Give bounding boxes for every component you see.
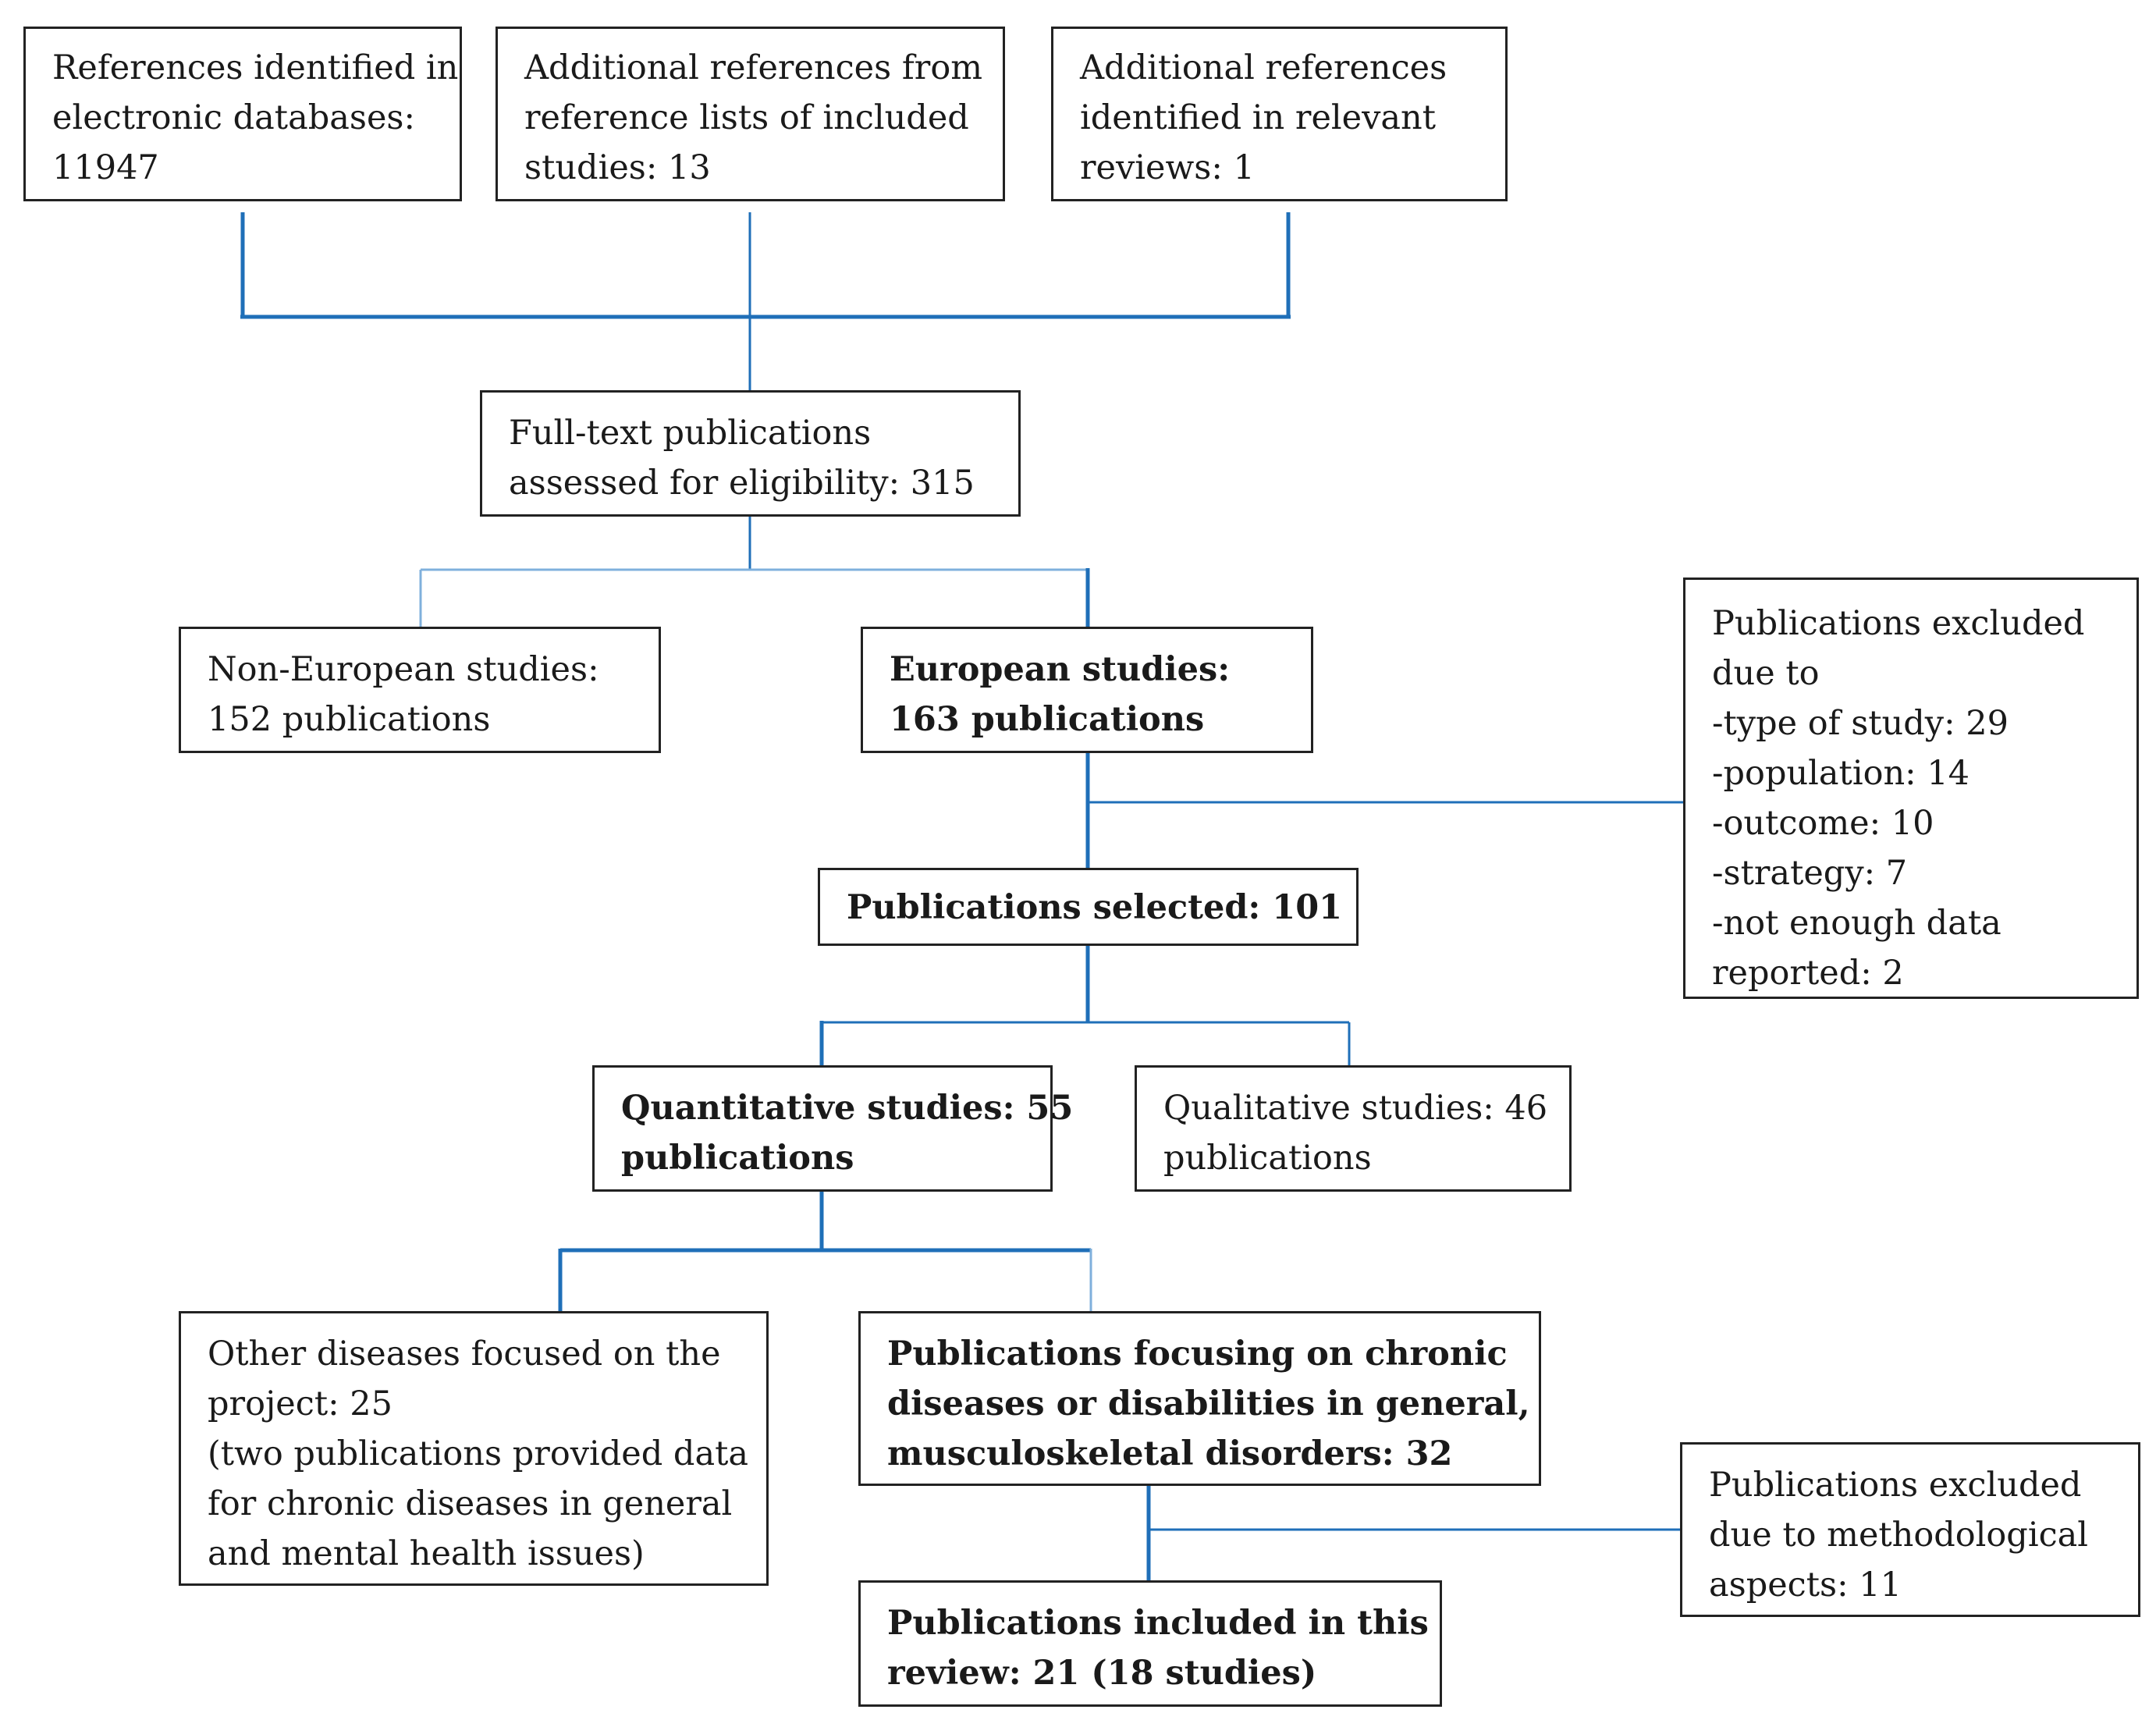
box-text-line: and mental health issues): [208, 1534, 645, 1573]
box-text-line: aspects: 11: [1709, 1566, 1902, 1605]
box-text-line: due to methodological: [1709, 1516, 2089, 1555]
box-text-line: Publications excluded: [1709, 1466, 2082, 1505]
box-text-line: -outcome: 10: [1712, 804, 1934, 843]
box-text-line: project: 25: [208, 1384, 392, 1423]
box-text-line: review: 21 (18 studies): [887, 1654, 1317, 1693]
box-text-line: diseases or disabilities in general,: [887, 1384, 1530, 1423]
box-qualitative-studies: Qualitative studies: 46 publications: [1135, 1065, 1572, 1192]
box-chronic-diseases-focus: Publications focusing on chronic disease…: [858, 1311, 1541, 1486]
box-text-line: -not enough data: [1712, 904, 2001, 943]
box-text-line: publications: [1163, 1139, 1372, 1178]
box-text-line: assessed for eligibility: 315: [509, 464, 975, 503]
box-text-line: Publications excluded: [1712, 604, 2085, 643]
box-text-line: -population: 14: [1712, 754, 1970, 793]
box-fulltext-assessed: Full-text publications assessed for elig…: [480, 390, 1021, 517]
box-text-line: References identified in: [52, 48, 459, 87]
box-publications-excluded-criteria: Publications excluded due to -type of st…: [1683, 578, 2139, 999]
box-text-line: -strategy: 7: [1712, 854, 1908, 893]
box-text-line: reported: 2: [1712, 954, 1904, 993]
box-other-diseases: Other diseases focused on the project: 2…: [179, 1311, 769, 1586]
box-european-studies: European studies: 163 publications: [861, 627, 1313, 753]
box-publications-included: Publications included in this review: 21…: [858, 1580, 1442, 1707]
box-text-line: Full-text publications: [509, 414, 872, 453]
box-text-line: Publications included in this: [887, 1604, 1429, 1643]
box-text-line: 163 publications: [890, 700, 1205, 739]
box-text-line: for chronic diseases in general: [208, 1484, 733, 1523]
box-text-line: reference lists of included: [524, 98, 969, 137]
box-text-line: identified in relevant: [1080, 98, 1436, 137]
box-text-line: 11947: [52, 148, 159, 187]
box-text-line: Quantitative studies: 55: [621, 1089, 1074, 1128]
box-text-line: Additional references: [1080, 48, 1447, 87]
box-text-line: publications: [621, 1139, 854, 1178]
box-text-line: Publications focusing on chronic: [887, 1335, 1508, 1374]
box-text-line: reviews: 1: [1080, 148, 1255, 187]
box-text-line: Publications selected: 101: [847, 888, 1343, 927]
box-text-line: electronic databases:: [52, 98, 415, 137]
box-text-line: European studies:: [890, 650, 1231, 689]
box-text-line: 152 publications: [208, 700, 491, 739]
box-text-line: musculoskeletal disorders: 32: [887, 1434, 1453, 1473]
box-text-line: -type of study: 29: [1712, 704, 2009, 743]
box-text-line: studies: 13: [524, 148, 711, 187]
box-text-line: Additional references from: [524, 48, 982, 87]
box-non-european-studies: Non-European studies: 152 publications: [179, 627, 661, 753]
box-text-line: Other diseases focused on the: [208, 1335, 721, 1374]
box-quantitative-studies: Quantitative studies: 55 publications: [592, 1065, 1074, 1192]
box-text-line: (two publications provided data: [208, 1434, 748, 1473]
box-references-databases: References identified in electronic data…: [23, 27, 462, 201]
box-references-reference-lists: Additional references from reference lis…: [495, 27, 1005, 201]
box-text-line: Non-European studies:: [208, 650, 599, 689]
box-text-line: Qualitative studies: 46: [1163, 1089, 1548, 1128]
box-references-reviews: Additional references identified in rele…: [1051, 27, 1508, 201]
box-publications-selected: Publications selected: 101: [818, 868, 1359, 946]
box-publications-excluded-methodological: Publications excluded due to methodologi…: [1680, 1442, 2140, 1617]
box-text-line: due to: [1712, 654, 1820, 693]
